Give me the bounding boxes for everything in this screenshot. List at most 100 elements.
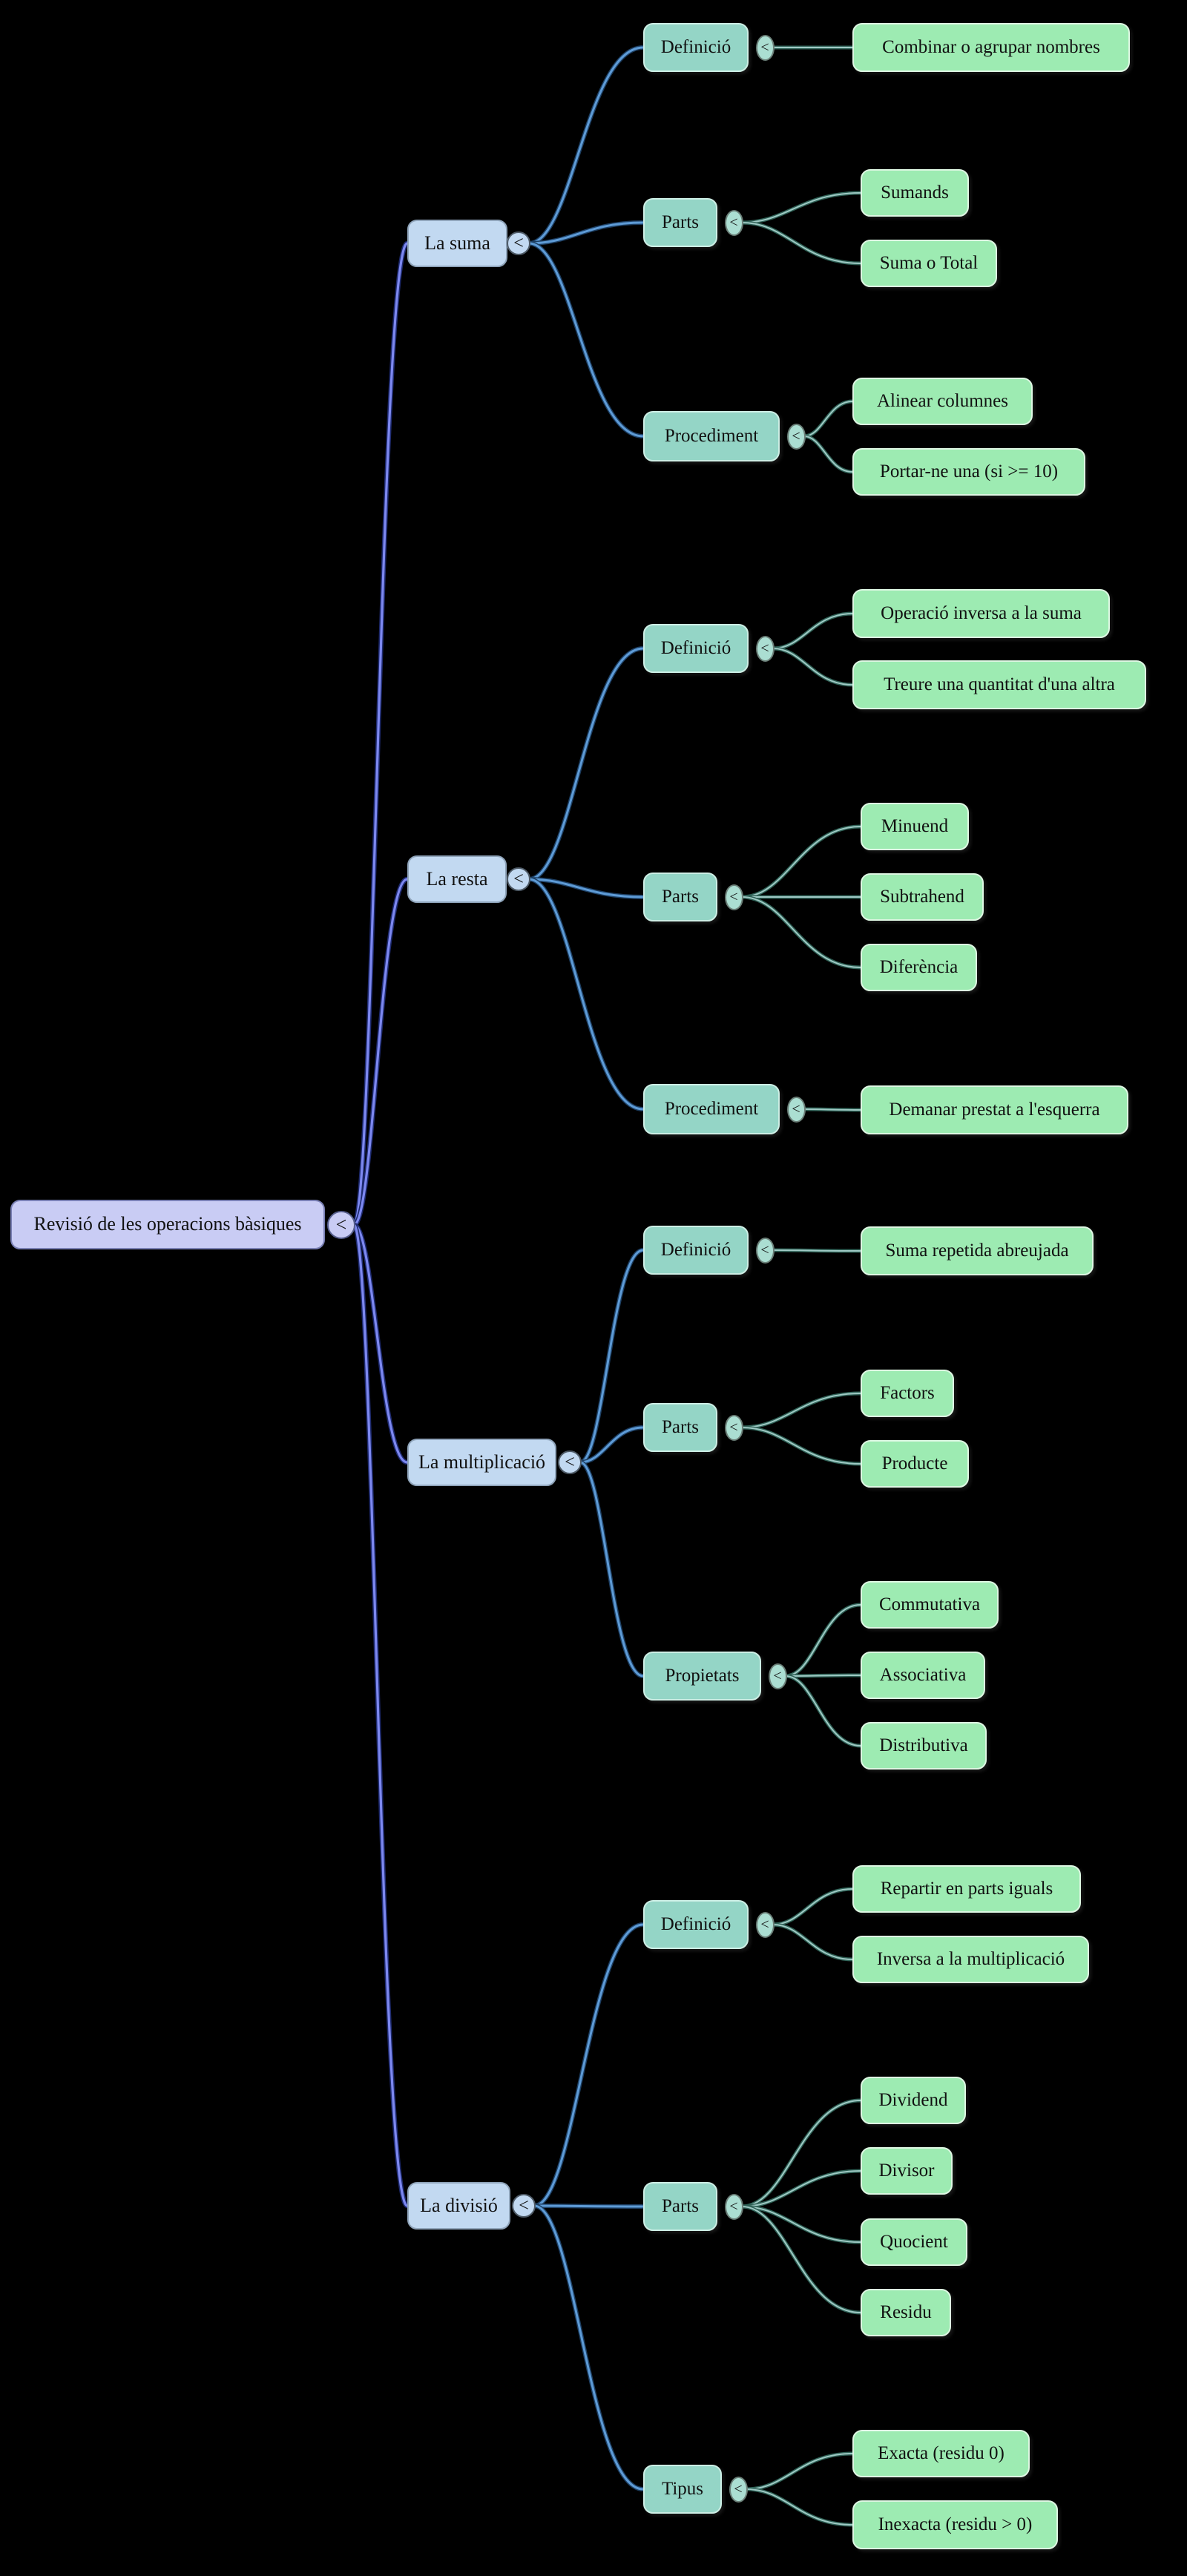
node-definicio[interactable]: Definició (643, 624, 749, 673)
edge-line (744, 2451, 855, 2491)
edge-line (744, 2487, 855, 2527)
edge-line (772, 1888, 853, 1925)
collapse-button-tipus[interactable]: < (729, 2476, 748, 2503)
collapse-button-procediment[interactable]: < (786, 423, 806, 450)
edge-line (740, 220, 863, 266)
node-tipus[interactable]: Tipus (643, 2465, 722, 2514)
collapse-button-la-divisio[interactable]: < (512, 2194, 536, 2218)
edge-line (527, 241, 645, 438)
edge-line (746, 2488, 853, 2526)
collapse-button-revisio-de-les-operacions-basiques[interactable]: < (327, 1211, 355, 1239)
collapse-button-definicio[interactable]: < (755, 635, 775, 662)
node-divisor[interactable]: Divisor (861, 2147, 953, 2195)
edge-line (802, 434, 855, 474)
node-minuend[interactable]: Minuend (861, 803, 969, 850)
node-suma-o-total[interactable]: Suma o Total (861, 240, 997, 287)
edge-line (352, 242, 409, 1226)
collapse-button-parts[interactable]: < (724, 2193, 743, 2220)
node-treure-una-quantitat-d-una-altra[interactable]: Treure una quantitat d'una altra (852, 660, 1146, 709)
edge-line (527, 242, 645, 438)
edge-line (772, 648, 853, 686)
node-parts[interactable]: Parts (643, 873, 717, 921)
edge-line (740, 1391, 863, 1430)
collapse-button-definicio[interactable]: < (755, 1911, 775, 1938)
collapse-button-definicio[interactable]: < (755, 34, 775, 61)
collapse-button-definicio[interactable]: < (755, 1237, 775, 1264)
node-combinar-o-agrupar-nombres[interactable]: Combinar o agrupar nombres (852, 23, 1130, 72)
node-definicio[interactable]: Definició (643, 1226, 749, 1275)
node-definicio[interactable]: Definició (643, 1900, 749, 1949)
node-producte[interactable]: Producte (861, 1440, 969, 1488)
edge-line (741, 222, 861, 264)
edge-line (578, 1460, 645, 1678)
edge-line (527, 878, 645, 898)
edge-line (803, 401, 853, 437)
edge-line (527, 647, 645, 881)
node-la-suma[interactable]: La suma (407, 220, 507, 267)
node-dividend[interactable]: Dividend (861, 2077, 966, 2124)
collapse-button-parts[interactable]: < (724, 884, 743, 910)
node-alinear-columnes[interactable]: Alinear columnes (852, 378, 1033, 425)
node-la-multiplicacio[interactable]: La multiplicació (407, 1439, 556, 1486)
node-parts[interactable]: Parts (643, 2182, 717, 2231)
node-inexacta-residu-0[interactable]: Inexacta (residu > 0) (852, 2500, 1058, 2549)
node-diferencia[interactable]: Diferència (861, 944, 977, 991)
edge-line (352, 1223, 409, 1464)
node-inversa-a-la-multiplicacio[interactable]: Inversa a la multiplicació (852, 1936, 1089, 1983)
node-procediment[interactable]: Procediment (643, 411, 780, 461)
node-repartir-en-parts-iguals[interactable]: Repartir en parts iguals (852, 1865, 1081, 1913)
node-exacta-residu-0[interactable]: Exacta (residu 0) (852, 2430, 1030, 2477)
collapse-button-parts[interactable]: < (724, 209, 743, 236)
node-definicio[interactable]: Definició (643, 23, 749, 72)
edge-line (772, 613, 853, 649)
edge-line (527, 45, 645, 246)
edge-line (579, 1461, 645, 1678)
edge-line (785, 1675, 861, 1747)
edge-line (579, 1426, 645, 1464)
edge-line (741, 826, 861, 898)
node-factors[interactable]: Factors (861, 1370, 954, 1417)
node-portar-ne-una-si-10[interactable]: Portar-ne una (si >= 10) (852, 448, 1085, 496)
edge-line (802, 399, 855, 438)
edge-line (741, 1393, 861, 1428)
node-suma-repetida-abreujada[interactable]: Suma repetida abreujada (861, 1226, 1094, 1275)
edge-line (579, 1249, 645, 1464)
edge-line (771, 1887, 855, 1927)
edge-line (532, 2204, 645, 2491)
node-associativa[interactable]: Associativa (861, 1652, 985, 1699)
node-procediment[interactable]: Procediment (643, 1084, 780, 1134)
edge-line (803, 436, 853, 473)
edge-line (741, 2170, 861, 2207)
node-residu[interactable]: Residu (861, 2289, 951, 2336)
edge-line (352, 1223, 409, 2207)
edge-line (527, 878, 645, 1111)
collapse-button-la-multiplicacio[interactable]: < (558, 1450, 582, 1474)
node-operacio-inversa-a-la-suma[interactable]: Operació inversa a la suma (852, 589, 1110, 638)
collapse-button-parts[interactable]: < (724, 1414, 743, 1441)
collapse-button-propietats[interactable]: < (768, 1663, 787, 1689)
edge-line (783, 1674, 863, 1748)
edge-line (352, 878, 409, 1226)
node-sumands[interactable]: Sumands (861, 169, 969, 217)
node-parts[interactable]: Parts (643, 198, 717, 247)
collapse-button-la-suma[interactable]: < (507, 231, 530, 255)
node-commutativa[interactable]: Commutativa (861, 1581, 999, 1629)
root-node-revisio-de-les-operacions-basiques[interactable]: Revisió de les operacions bàsiques (10, 1200, 325, 1249)
node-subtrahend[interactable]: Subtrahend (861, 873, 984, 921)
edge-line (740, 2098, 863, 2209)
node-propietats[interactable]: Propietats (643, 1652, 761, 1701)
node-demanar-prestat-a-l-esquerra[interactable]: Demanar prestat a l'esquerra (861, 1085, 1128, 1134)
node-distributiva[interactable]: Distributiva (861, 1722, 987, 1770)
collapse-button-la-resta[interactable]: < (507, 867, 530, 891)
collapse-button-procediment[interactable]: < (786, 1096, 806, 1123)
node-la-divisio[interactable]: La divisió (407, 2182, 510, 2230)
node-quocient[interactable]: Quocient (861, 2218, 967, 2266)
edge-line (771, 646, 855, 687)
edge-line (772, 1924, 853, 1960)
node-parts[interactable]: Parts (643, 1403, 717, 1452)
edge-line (783, 1603, 863, 1678)
edge-line (741, 2100, 861, 2207)
node-la-resta[interactable]: La resta (407, 855, 507, 903)
edge-line (740, 191, 863, 225)
